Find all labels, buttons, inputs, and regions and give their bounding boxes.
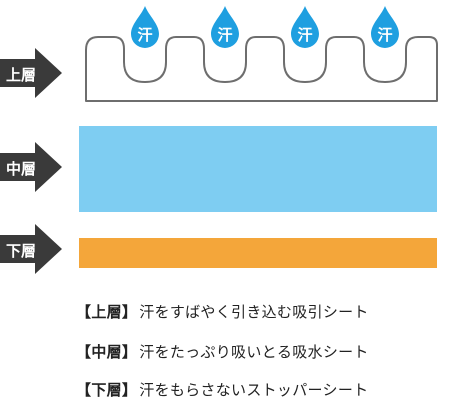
arrow-right-icon: [0, 224, 62, 274]
sweat-drops: 汗汗汗汗: [131, 6, 399, 48]
description-level: 上層: [91, 303, 122, 321]
middle-layer-label: 中層: [6, 160, 36, 178]
sweat-drop-icon: 汗: [291, 6, 319, 48]
sweat-drop-icon: 汗: [131, 6, 159, 48]
top-layer-sheet: [85, 36, 438, 102]
bottom-layer-sheet: [79, 238, 437, 268]
bottom-layer-arrow: 下層: [0, 224, 62, 274]
description-text: 汗をたっぷり吸いとる吸水シート: [139, 343, 369, 361]
top-layer-label: 上層: [6, 66, 36, 84]
arrow-right-icon: [0, 142, 62, 192]
sweat-drop-label: 汗: [217, 26, 232, 44]
middle-layer-sheet: [79, 126, 437, 212]
description-level: 中層: [91, 343, 122, 361]
bottom-layer-label: 下層: [6, 242, 36, 260]
description-text: 汗をすばやく引き込む吸引シート: [139, 303, 369, 321]
sweat-drop-label: 汗: [297, 26, 312, 44]
description-text: 汗をもらさないストッパーシート: [139, 381, 369, 399]
middle-layer-arrow: 中層: [0, 142, 62, 192]
arrow-right-icon: [0, 48, 62, 98]
sweat-drop-label: 汗: [137, 26, 152, 44]
description-top: 【上層】汗をすばやく引き込む吸引シート: [76, 303, 369, 321]
sweat-drop-icon: 汗: [371, 6, 399, 48]
top-layer-arrow: 上層: [0, 48, 62, 98]
description-bottom: 【下層】汗をもらさないストッパーシート: [76, 381, 369, 399]
sweat-drop-icon: 汗: [211, 6, 239, 48]
description-middle: 【中層】汗をたっぷり吸いとる吸水シート: [76, 343, 369, 361]
sweat-drop-label: 汗: [377, 26, 392, 44]
description-level: 下層: [91, 381, 122, 399]
